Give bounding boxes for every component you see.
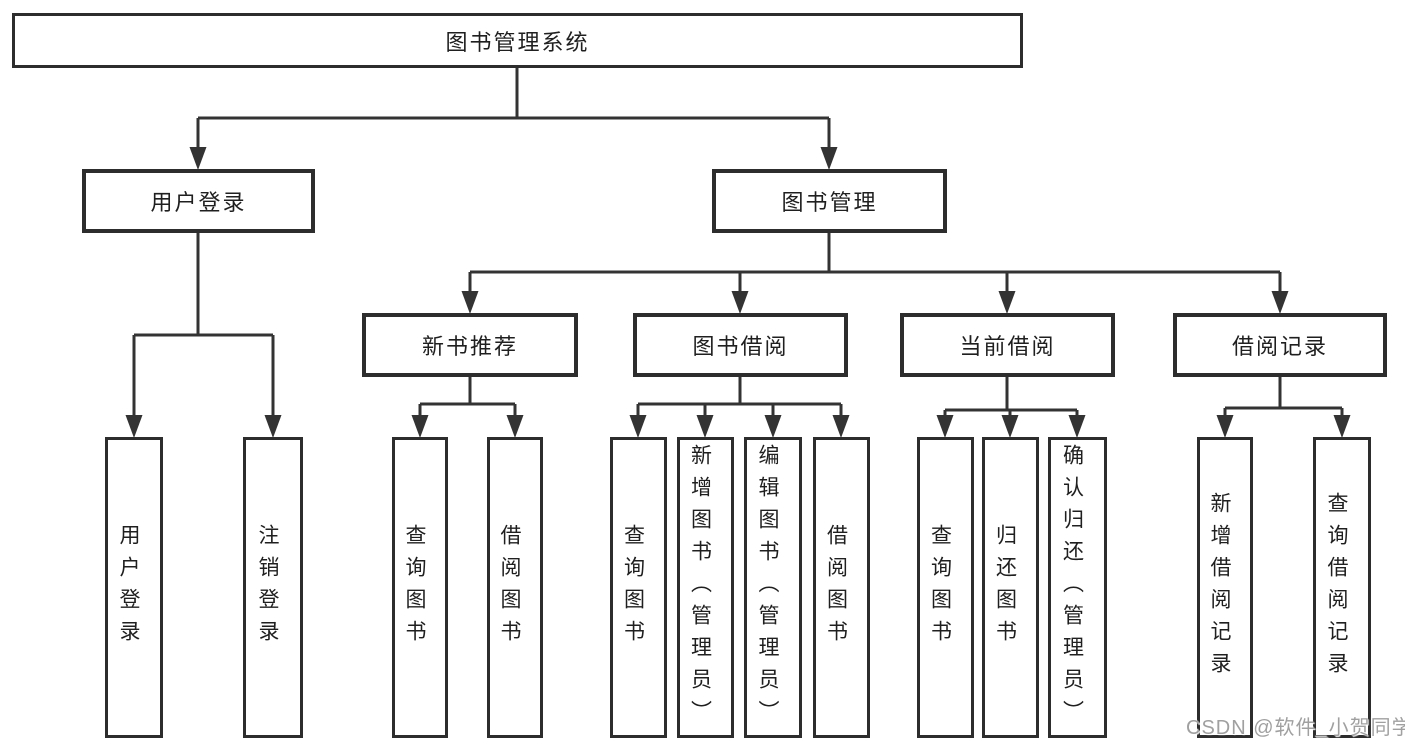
csdn-watermark: CSDN @软件_小贺同学	[1186, 717, 1405, 739]
node-user-login-label: 用户登录	[150, 190, 247, 215]
leaf-current-query-label: 查询图书	[928, 523, 952, 652]
node-new-book-recommend-label: 新书推荐	[421, 334, 518, 359]
leaf-current-return-label: 归还图书	[993, 523, 1017, 652]
leaf-user-login: 用户登录	[105, 437, 163, 738]
leaf-logout-label: 注销登录	[256, 523, 279, 652]
node-book-management-label: 图书管理	[781, 190, 878, 215]
leaf-record-add: 新增借阅记录	[1197, 437, 1253, 738]
leaf-current-confirm: 确认归还（管理员）	[1048, 437, 1107, 738]
node-current-borrow: 当前借阅	[900, 313, 1115, 377]
leaf-borrow-edit-label: 编辑图书（管理员）	[756, 443, 779, 732]
leaf-newbook-query: 查询图书	[392, 437, 448, 738]
node-book-borrow-label: 图书借阅	[692, 334, 789, 359]
node-new-book-recommend: 新书推荐	[362, 313, 578, 377]
node-borrow-record: 借阅记录	[1173, 313, 1387, 377]
leaf-newbook-borrow: 借阅图书	[487, 437, 543, 738]
leaf-record-query: 查询借阅记录	[1313, 437, 1371, 738]
leaf-borrow-add-label: 新增图书（管理员）	[688, 443, 712, 732]
leaf-record-query-label: 查询借阅记录	[1325, 491, 1348, 684]
leaf-newbook-query-label: 查询图书	[403, 523, 426, 652]
leaf-borrow-borrow: 借阅图书	[813, 437, 870, 738]
node-borrow-record-label: 借阅记录	[1231, 334, 1328, 359]
node-current-borrow-label: 当前借阅	[959, 334, 1056, 359]
leaf-record-add-label: 新增借阅记录	[1208, 491, 1231, 684]
leaf-borrow-add: 新增图书（管理员）	[677, 437, 734, 738]
node-book-management: 图书管理	[712, 169, 947, 233]
leaf-borrow-borrow-label: 借阅图书	[824, 523, 848, 652]
leaf-borrow-query-label: 查询图书	[621, 523, 645, 652]
node-root-label: 图书管理系统	[445, 29, 590, 55]
leaf-borrow-query: 查询图书	[610, 437, 667, 738]
node-book-borrow: 图书借阅	[633, 313, 848, 377]
leaf-current-confirm-label: 确认归还（管理员）	[1060, 443, 1084, 732]
leaf-logout: 注销登录	[243, 437, 303, 738]
leaf-borrow-edit: 编辑图书（管理员）	[744, 437, 802, 738]
leaf-current-return: 归还图书	[982, 437, 1039, 738]
node-root: 图书管理系统	[12, 13, 1023, 68]
node-user-login: 用户登录	[82, 169, 315, 233]
leaf-newbook-borrow-label: 借阅图书	[498, 523, 521, 652]
leaf-user-login-label: 用户登录	[117, 523, 140, 652]
leaf-current-query: 查询图书	[917, 437, 974, 738]
